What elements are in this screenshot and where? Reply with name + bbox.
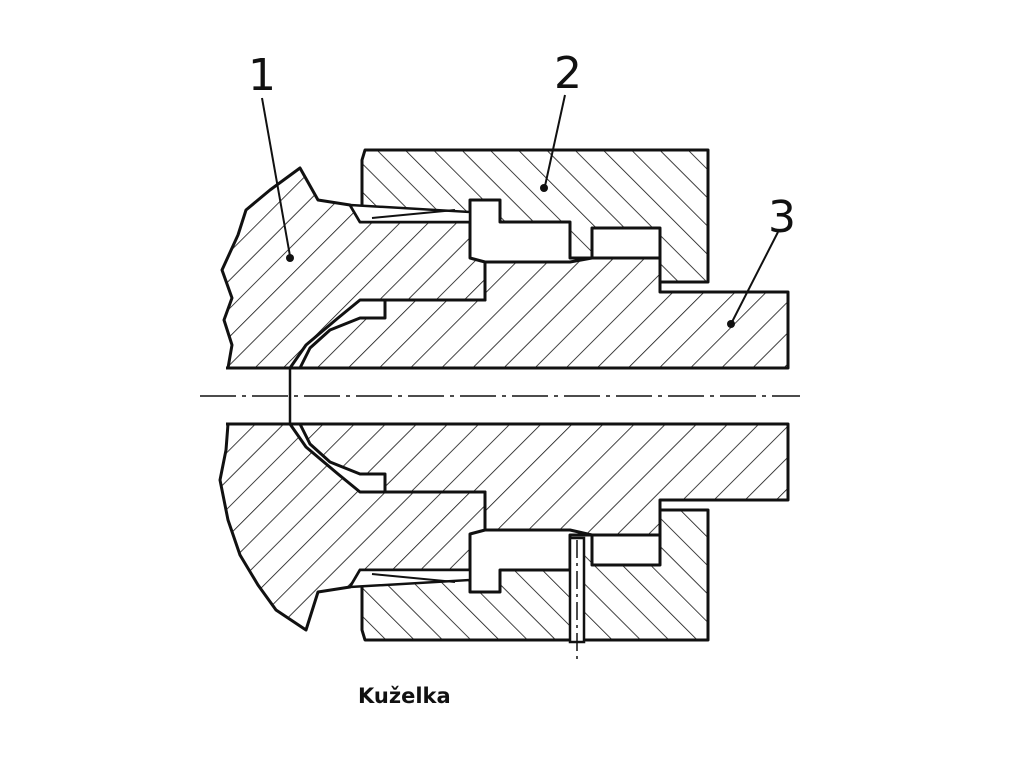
leader-line-3 [731,231,779,323]
label-part-3: 3 [768,192,796,243]
leader-line-1 [261,97,291,257]
label-part-2: 2 [554,48,582,99]
figure-caption: Kuželka [358,684,451,708]
part2-nut-lower [360,508,710,642]
label-part-1: 1 [248,50,276,101]
part3-cone-lower [298,422,790,537]
leader-line-2 [544,94,566,187]
